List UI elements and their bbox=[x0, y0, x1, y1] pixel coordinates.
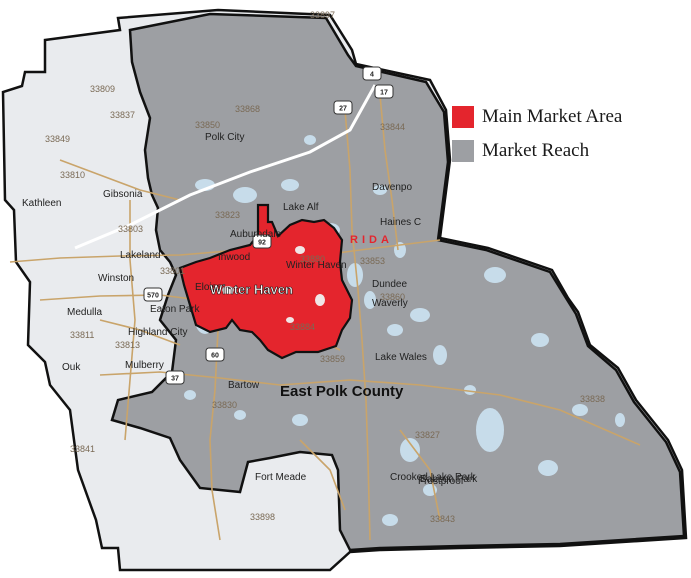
city-label: Haines C bbox=[380, 217, 421, 228]
city-label: Lake Alf bbox=[283, 202, 319, 213]
zip-label: 33811 bbox=[70, 330, 94, 340]
city-label: Eaton Park bbox=[150, 304, 200, 315]
svg-text:60: 60 bbox=[211, 353, 219, 360]
zip-label: 33897 bbox=[310, 10, 335, 20]
legend-item-market-reach: Market Reach bbox=[452, 134, 622, 168]
highway-shield-icon: 570 bbox=[143, 287, 163, 302]
interstate-4 bbox=[74, 84, 377, 250]
zip-label: 33843 bbox=[430, 514, 455, 524]
zip-label: 33809 bbox=[90, 84, 115, 94]
zip-label: 33803 bbox=[118, 224, 143, 234]
svg-text:27: 27 bbox=[339, 106, 347, 113]
highway-shield-icon: 37 bbox=[165, 370, 185, 385]
zip-label: 33837 bbox=[110, 110, 135, 120]
zip-label: 33838 bbox=[580, 394, 605, 404]
highway-shield-icon: 17 bbox=[374, 84, 394, 99]
city-label: Winter Haven bbox=[286, 260, 347, 271]
main-market-lakes bbox=[222, 246, 325, 323]
zip-label: 33898 bbox=[250, 512, 275, 522]
zip-label: 33810 bbox=[60, 170, 85, 180]
city-label: Lakeland bbox=[120, 250, 161, 261]
city-label: Babson Park bbox=[420, 474, 478, 485]
svg-text:17: 17 bbox=[380, 90, 388, 97]
zip-label: 33859 bbox=[320, 354, 345, 364]
svg-text:4: 4 bbox=[370, 72, 374, 79]
highway-shields: 4 27 17 92 570 60 37 bbox=[143, 66, 394, 385]
market-reach-swatch bbox=[452, 140, 474, 162]
main-market-area bbox=[178, 203, 354, 360]
city-label: Bartow bbox=[228, 380, 260, 391]
city-label: Frostproof bbox=[418, 476, 464, 487]
svg-text:37: 37 bbox=[171, 376, 179, 383]
city-label: Inwood bbox=[218, 252, 250, 263]
highway-shield-icon: 92 bbox=[252, 234, 272, 249]
zip-label: 33853 bbox=[360, 256, 385, 266]
city-label: Eloise bbox=[195, 282, 223, 293]
region-label: East Polk County bbox=[280, 383, 404, 400]
zip-label: 33880 bbox=[300, 254, 325, 264]
city-label: Winston bbox=[98, 273, 134, 284]
city-label: Fort Meade bbox=[255, 472, 307, 483]
city-label: Davenpo bbox=[372, 182, 412, 193]
city-label: Gibsonia bbox=[103, 189, 143, 200]
city-label: Lake Wales bbox=[375, 352, 427, 363]
legend-label-market-reach: Market Reach bbox=[482, 140, 590, 161]
main-city-label: Winter Haven bbox=[210, 282, 293, 297]
city-label: Auburndale bbox=[230, 229, 282, 240]
zip-label: 33884 bbox=[290, 322, 315, 332]
zip-code-labels: 33897 33868 33837 33809 33849 33810 33803 33813… bbox=[45, 10, 605, 524]
zip-label: 33844 bbox=[380, 122, 405, 132]
main-market-swatch bbox=[452, 106, 474, 128]
zip-label: 33849 bbox=[45, 134, 70, 144]
city-label: Polk City bbox=[205, 132, 244, 143]
zip-label: 33868 bbox=[235, 104, 260, 114]
state-label: RIDA bbox=[350, 234, 393, 246]
zip-label: 33813 bbox=[115, 340, 140, 350]
zip-label: 33860 bbox=[380, 292, 405, 302]
city-label: Kathleen bbox=[22, 198, 61, 209]
zip-label: 33841 bbox=[70, 444, 95, 454]
city-label: Highland City bbox=[128, 327, 187, 338]
zip-label: 33830 bbox=[212, 400, 237, 410]
market-reach-area bbox=[110, 12, 686, 552]
zip-label: 33850 bbox=[195, 120, 220, 130]
city-label: Waverly bbox=[372, 298, 408, 309]
svg-text:570: 570 bbox=[147, 293, 159, 300]
city-label: Ouk bbox=[62, 362, 81, 373]
city-label: Dundee bbox=[372, 279, 407, 290]
zip-label: 33801 bbox=[160, 266, 185, 276]
zip-label: 33827 bbox=[415, 430, 440, 440]
highway-shield-icon: 60 bbox=[205, 347, 225, 362]
zip-label: 33823 bbox=[215, 210, 240, 220]
svg-text:92: 92 bbox=[258, 240, 266, 247]
map-legend: Main Market Area Market Reach bbox=[452, 100, 622, 168]
city-label: Medulla bbox=[67, 307, 102, 318]
highway-shield-icon: 4 bbox=[362, 66, 382, 81]
highway-shield-icon: 27 bbox=[333, 100, 353, 115]
city-label: Crooked Lake Park bbox=[390, 472, 477, 483]
legend-label-main-market: Main Market Area bbox=[482, 106, 623, 127]
city-label: Mulberry bbox=[125, 360, 164, 371]
legend-item-main-market: Main Market Area bbox=[452, 100, 622, 134]
